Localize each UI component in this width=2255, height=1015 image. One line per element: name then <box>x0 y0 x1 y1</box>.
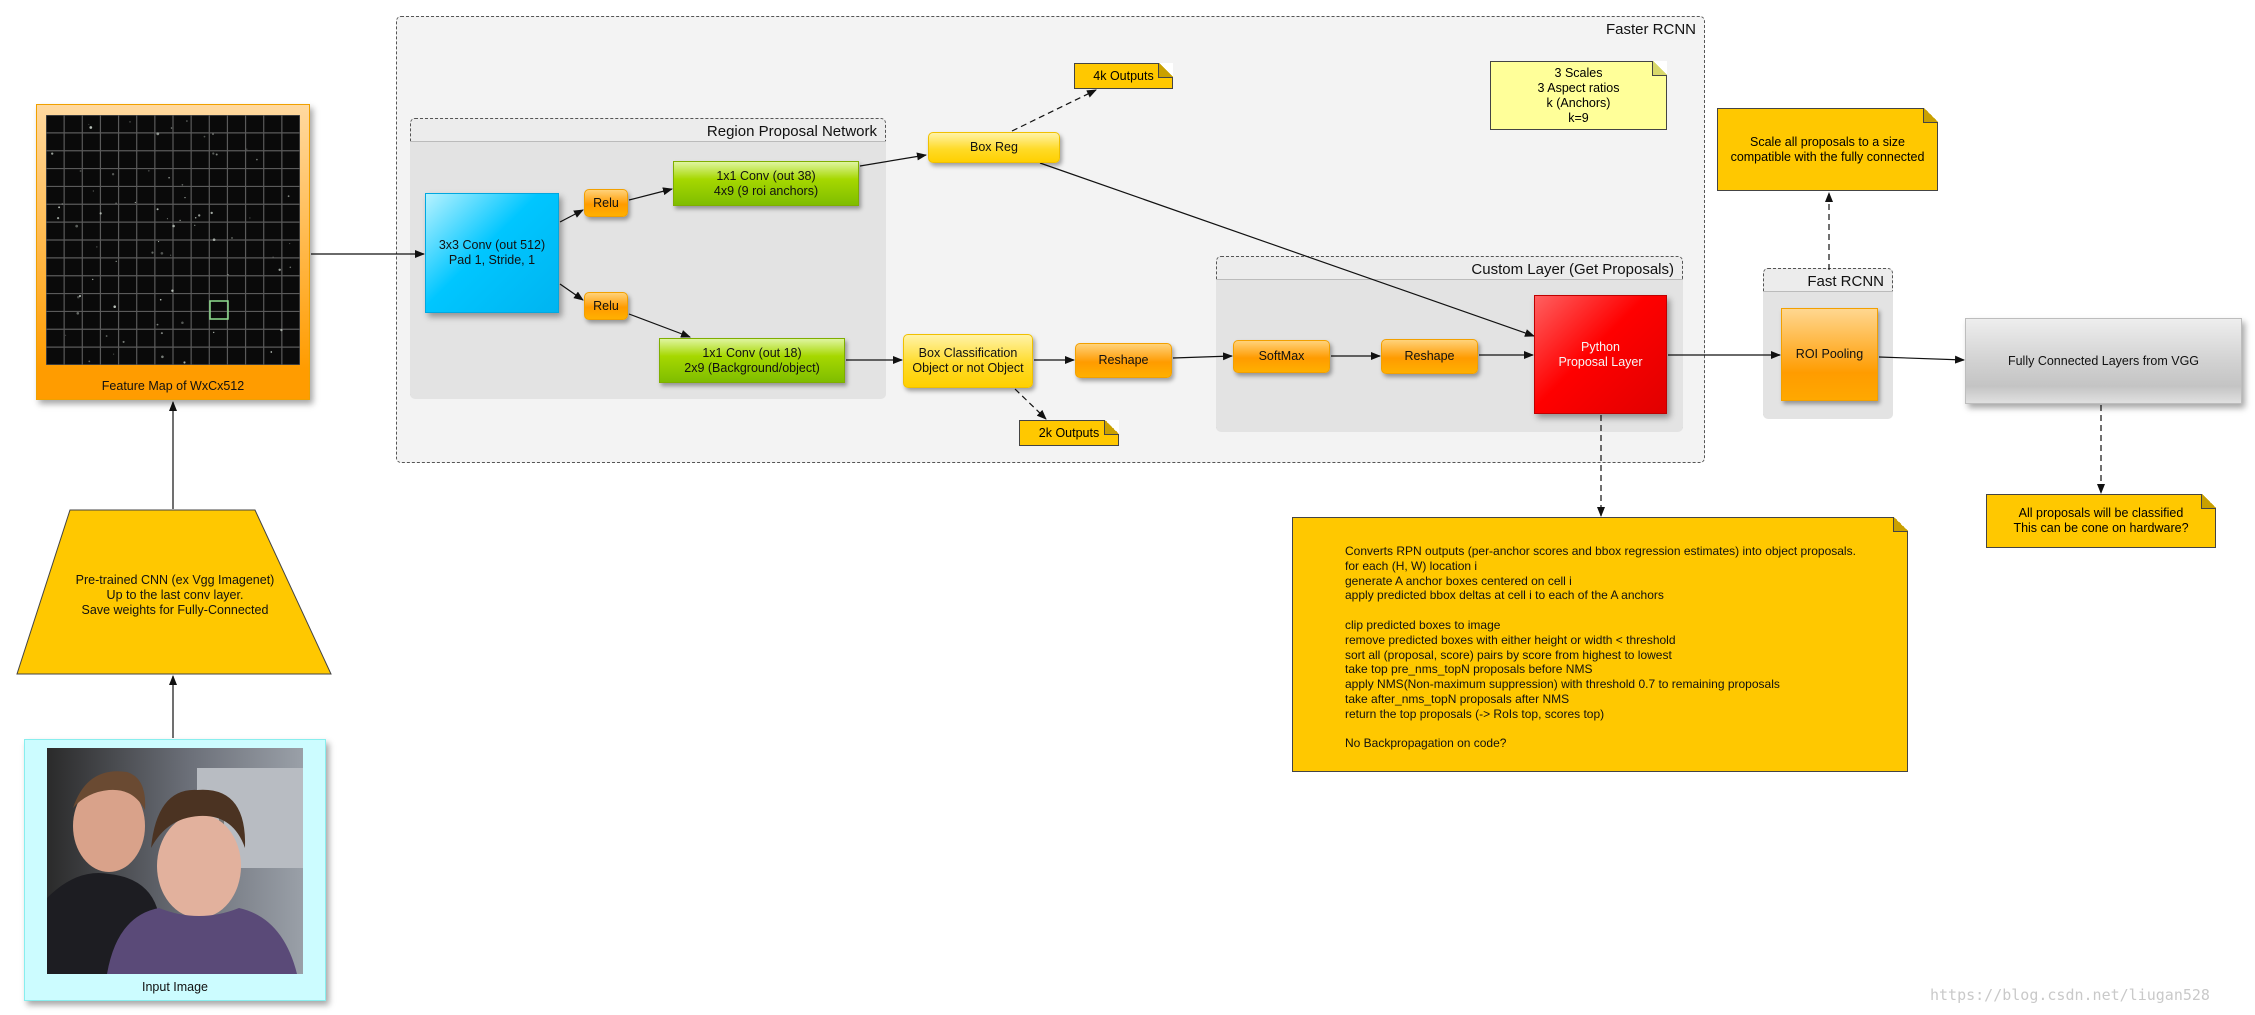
proposal-layer-description: Converts RPN outputs (per-anchor scores … <box>1345 544 1856 751</box>
box-cls-node: Box Classification Object or not Object <box>903 334 1033 388</box>
reshape2-node: Reshape <box>1381 339 1478 374</box>
box-reg-node: Box Reg <box>928 132 1060 163</box>
relu-bottom-node: Relu <box>584 292 628 320</box>
feature-map-grid <box>46 115 300 365</box>
watermark: https://blog.csdn.net/liugan528 <box>1930 986 2210 1004</box>
note-scale-proposals: Scale all proposals to a size compatible… <box>1717 108 1938 191</box>
python-proposal-layer-node: Python Proposal Layer <box>1534 295 1667 414</box>
feature-map-box: Feature Map of WxCx512 <box>36 104 310 400</box>
input-image-label: Input Image <box>141 980 208 994</box>
conv3x3-node: 3x3 Conv (out 512) Pad 1, Stride, 1 <box>425 193 559 313</box>
fc-layers-node: Fully Connected Layers from VGG <box>1965 318 2242 404</box>
note-proposal-layer: Converts RPN outputs (per-anchor scores … <box>1292 517 1908 772</box>
input-image-box: Input Image <box>24 739 326 1001</box>
feature-map-label: Feature Map of WxCx512 <box>101 379 245 393</box>
conv1x1-top-node: 1x1 Conv (out 38) 4x9 (9 roi anchors) <box>673 161 859 206</box>
faster-rcnn-title: Faster RCNN <box>1605 21 1696 38</box>
reshape1-node: Reshape <box>1075 343 1172 378</box>
note-anchors: 3 Scales 3 Aspect ratios k (Anchors) k=9 <box>1490 61 1667 130</box>
feature-map-highlight-cell <box>209 300 229 320</box>
input-image-photo <box>47 748 303 974</box>
cnn-trapezoid <box>16 509 332 675</box>
rpn-title: Region Proposal Network <box>706 123 877 140</box>
custom-layer-title: Custom Layer (Get Proposals) <box>1471 261 1674 278</box>
roi-pooling-node: ROI Pooling <box>1781 308 1878 401</box>
note-4k-outputs: 4k Outputs <box>1074 63 1173 89</box>
note-classify: All proposals will be classified This ca… <box>1986 494 2216 548</box>
cnn-label: Pre-trained CNN (ex Vgg Imagenet) Up to … <box>75 572 275 617</box>
relu-top-node: Relu <box>584 189 628 217</box>
conv1x1-bottom-node: 1x1 Conv (out 18) 2x9 (Background/object… <box>659 338 845 383</box>
note-2k-outputs: 2k Outputs <box>1019 420 1119 446</box>
softmax-node: SoftMax <box>1233 340 1330 373</box>
fast-rcnn-title: Fast RCNN <box>1807 273 1884 290</box>
